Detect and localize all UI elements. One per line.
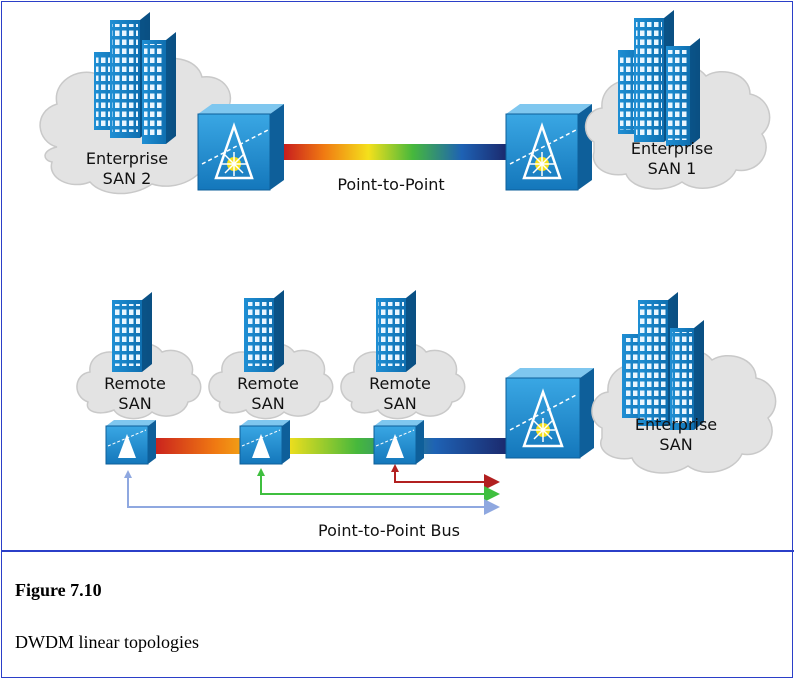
label-left-site-line1: Enterprise — [86, 149, 168, 168]
label-point-to-point: Point-to-Point — [337, 175, 444, 194]
cloud-remote-san-3 — [340, 342, 466, 420]
building-icon — [376, 290, 416, 372]
label-right-site-line2: SAN 1 — [648, 159, 697, 178]
fiber-link-bus — [152, 438, 506, 454]
cloud-remote-san-1 — [76, 342, 202, 420]
building-icon — [622, 292, 704, 430]
label-remote-site-1-line2: SAN — [118, 394, 151, 413]
label-left-site-line2: SAN 2 — [103, 169, 152, 188]
dwdm-topology-diagram: Enterprise SAN 2 Point-to-Point — [39, 10, 777, 540]
label-remote-site-3-line2: SAN — [383, 394, 416, 413]
cloud-remote-san-2 — [208, 342, 334, 420]
oadm-device-3 — [373, 420, 424, 465]
label-enterprise-site-line1: Enterprise — [635, 415, 717, 434]
label-remote-site-3-line1: Remote — [369, 374, 431, 393]
arrow-head-up-blue — [124, 470, 132, 478]
building-icon — [94, 12, 176, 144]
arrow-head-up-green — [257, 468, 265, 476]
label-right-site-line1: Enterprise — [631, 139, 713, 158]
fiber-link-point-to-point — [284, 144, 506, 160]
traffic-arrow-green — [260, 474, 500, 502]
traffic-arrow-red — [394, 468, 500, 490]
dwdm-terminal-device-left — [197, 104, 284, 191]
label-enterprise-site-line2: SAN — [659, 435, 692, 454]
building-icon — [112, 292, 152, 372]
label-point-to-point-bus: Point-to-Point Bus — [318, 521, 460, 540]
caption-divider — [2, 550, 794, 552]
label-remote-site-2-line1: Remote — [237, 374, 299, 393]
oadm-device-2 — [239, 420, 290, 465]
label-remote-site-2-line2: SAN — [251, 394, 284, 413]
building-icon — [244, 290, 284, 372]
label-remote-site-1-line1: Remote — [104, 374, 166, 393]
figure-caption: Figure 7.10 DWDM linear topologies — [2, 554, 794, 674]
figure-number: Figure 7.10 — [15, 580, 102, 600]
traffic-arrow-blue — [127, 476, 500, 515]
dwdm-terminal-device-enterprise — [505, 368, 594, 459]
figure-description: DWDM linear topologies — [15, 632, 199, 652]
arrow-head-up-red — [391, 464, 399, 472]
dwdm-terminal-device-right — [505, 104, 592, 191]
oadm-device-1 — [105, 420, 156, 465]
building-icon — [618, 10, 700, 146]
